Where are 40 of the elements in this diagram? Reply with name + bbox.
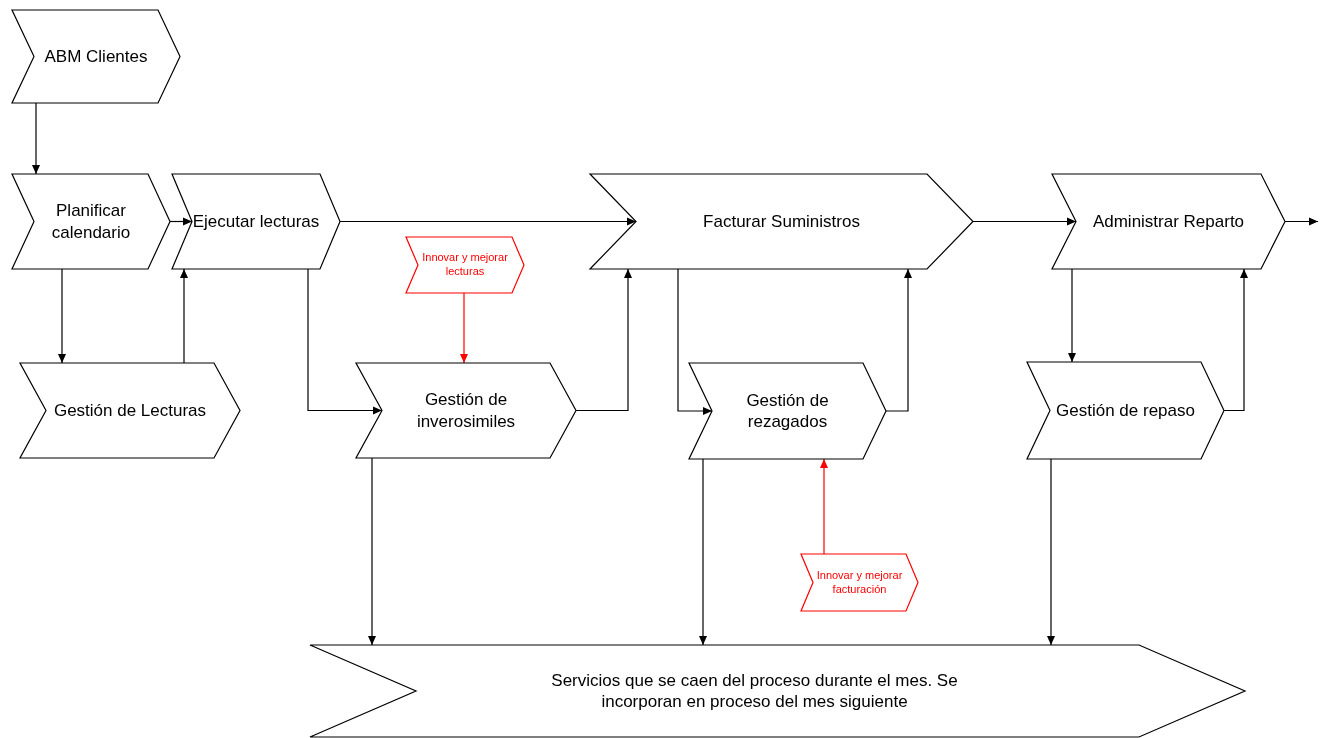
node-label: Planificar calendario <box>50 200 132 243</box>
arrow <box>1068 268 1076 363</box>
arrow <box>460 292 468 364</box>
arrow <box>32 102 40 175</box>
node-label: Facturar Suministros <box>703 210 860 233</box>
node-label: Ejecutar lecturas <box>192 210 320 233</box>
arrow <box>820 458 828 555</box>
arrow <box>58 268 66 364</box>
node-label: Gestión de inverosimiles <box>415 389 517 432</box>
process-chevron <box>590 174 973 269</box>
arrow <box>885 268 912 412</box>
arrow <box>699 458 707 646</box>
arrow <box>180 268 188 364</box>
arrow <box>972 217 1077 226</box>
node-label: Servicios que se caen del proceso durante el mes. Se incorporan en proceso del mes siguiente <box>550 669 959 713</box>
process-chevron <box>12 174 170 269</box>
node-label: Gestión de Lecturas <box>53 399 207 422</box>
node-label: ABM Clientes <box>44 45 148 68</box>
arrow <box>1284 217 1319 226</box>
improvement-chevron <box>801 554 918 611</box>
arrow <box>339 217 637 226</box>
node-label: Innovar y mejorar lecturas <box>421 251 509 279</box>
arrow <box>368 457 376 646</box>
process-chevron <box>12 10 180 103</box>
node-label: Gestión de repaso <box>1056 399 1195 422</box>
process-chevron <box>172 174 340 269</box>
process-chevron <box>310 645 1245 737</box>
arrow <box>1047 458 1055 646</box>
arrow <box>1223 268 1248 412</box>
arrow <box>575 268 632 412</box>
process-chevron <box>1052 174 1285 269</box>
process-chevron <box>20 363 240 458</box>
node-label: Gestión de rezagados <box>745 389 830 433</box>
process-chevron <box>1027 362 1224 459</box>
node-label: Innovar y mejorar facturación <box>815 568 904 597</box>
process-chevron <box>689 363 886 459</box>
improvement-chevron <box>406 237 524 293</box>
node-label: Administrar Reparto <box>1092 210 1245 233</box>
process-chevron <box>356 363 576 458</box>
arrow <box>677 268 713 415</box>
